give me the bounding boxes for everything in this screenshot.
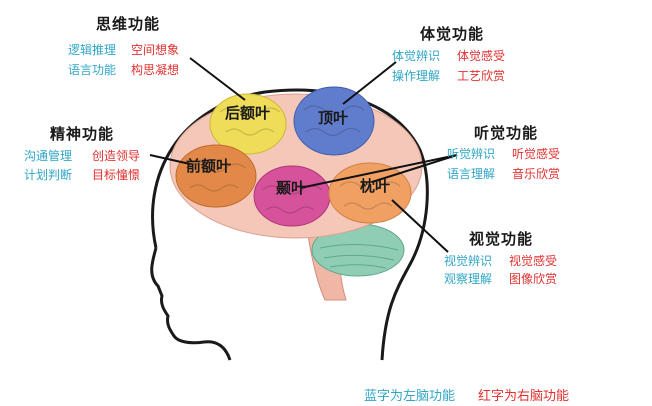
group-title-spirit: 精神功能 — [50, 125, 115, 143]
thinking-right-2: 构思凝想 — [131, 63, 180, 77]
spirit-right-1: 创造领导 — [92, 149, 141, 163]
vision-left-2: 观察理解 — [444, 272, 493, 286]
group-title-body-sense: 体觉功能 — [420, 25, 485, 43]
group-title-vision: 视觉功能 — [469, 230, 534, 248]
group-title-hearing: 听觉功能 — [474, 124, 539, 142]
spirit-left-2: 计划判断 — [24, 168, 73, 182]
lobe-parietal — [293, 86, 375, 156]
vision-left-1: 视觉辨识 — [444, 254, 493, 268]
lobe-label-frontal: 前额叶 — [186, 157, 232, 175]
legend-left-brain: 蓝字为左脑功能 — [364, 389, 456, 404]
hearing-left-1: 听觉辨识 — [447, 147, 496, 161]
brain-folds — [185, 105, 401, 214]
body-sense-left-2: 操作理解 — [392, 69, 441, 83]
lobe-label-temporal: 颞叶 — [276, 179, 307, 197]
cerebellum-folds — [319, 243, 399, 269]
hearing-left-2: 语言理解 — [447, 167, 496, 181]
group-title-thinking: 思维功能 — [96, 15, 161, 33]
lobe-frontal — [175, 144, 257, 208]
hearing-right-1: 听觉感受 — [512, 147, 561, 161]
body-sense-right-1: 体觉感受 — [457, 49, 506, 63]
legend-right-brain: 红字为右脑功能 — [478, 389, 570, 404]
spirit-right-2: 目标憧憬 — [92, 168, 141, 182]
thinking-right-1: 空间想象 — [131, 43, 180, 57]
lobe-label-parietal: 顶叶 — [318, 109, 349, 127]
vision-right-2: 图像欣赏 — [509, 272, 558, 286]
spirit-left-1: 沟通管理 — [24, 149, 73, 163]
thinking-left-1: 逻辑推理 — [68, 43, 117, 57]
thinking-left-2: 语言功能 — [68, 63, 117, 77]
lobe-label-occipital: 枕叶 — [360, 177, 391, 195]
body-sense-right-2: 工艺欣赏 — [457, 69, 506, 83]
leader-lines — [149, 57, 458, 253]
lobe-label-posterior-frontal: 后额叶 — [225, 104, 271, 122]
lobe-posterior-frontal — [209, 93, 287, 155]
face-profile — [150, 247, 232, 361]
hearing-right-2: 音乐欣赏 — [512, 167, 561, 181]
vision-right-1: 视觉感受 — [509, 254, 558, 268]
body-sense-left-1: 体觉辨识 — [392, 49, 441, 63]
